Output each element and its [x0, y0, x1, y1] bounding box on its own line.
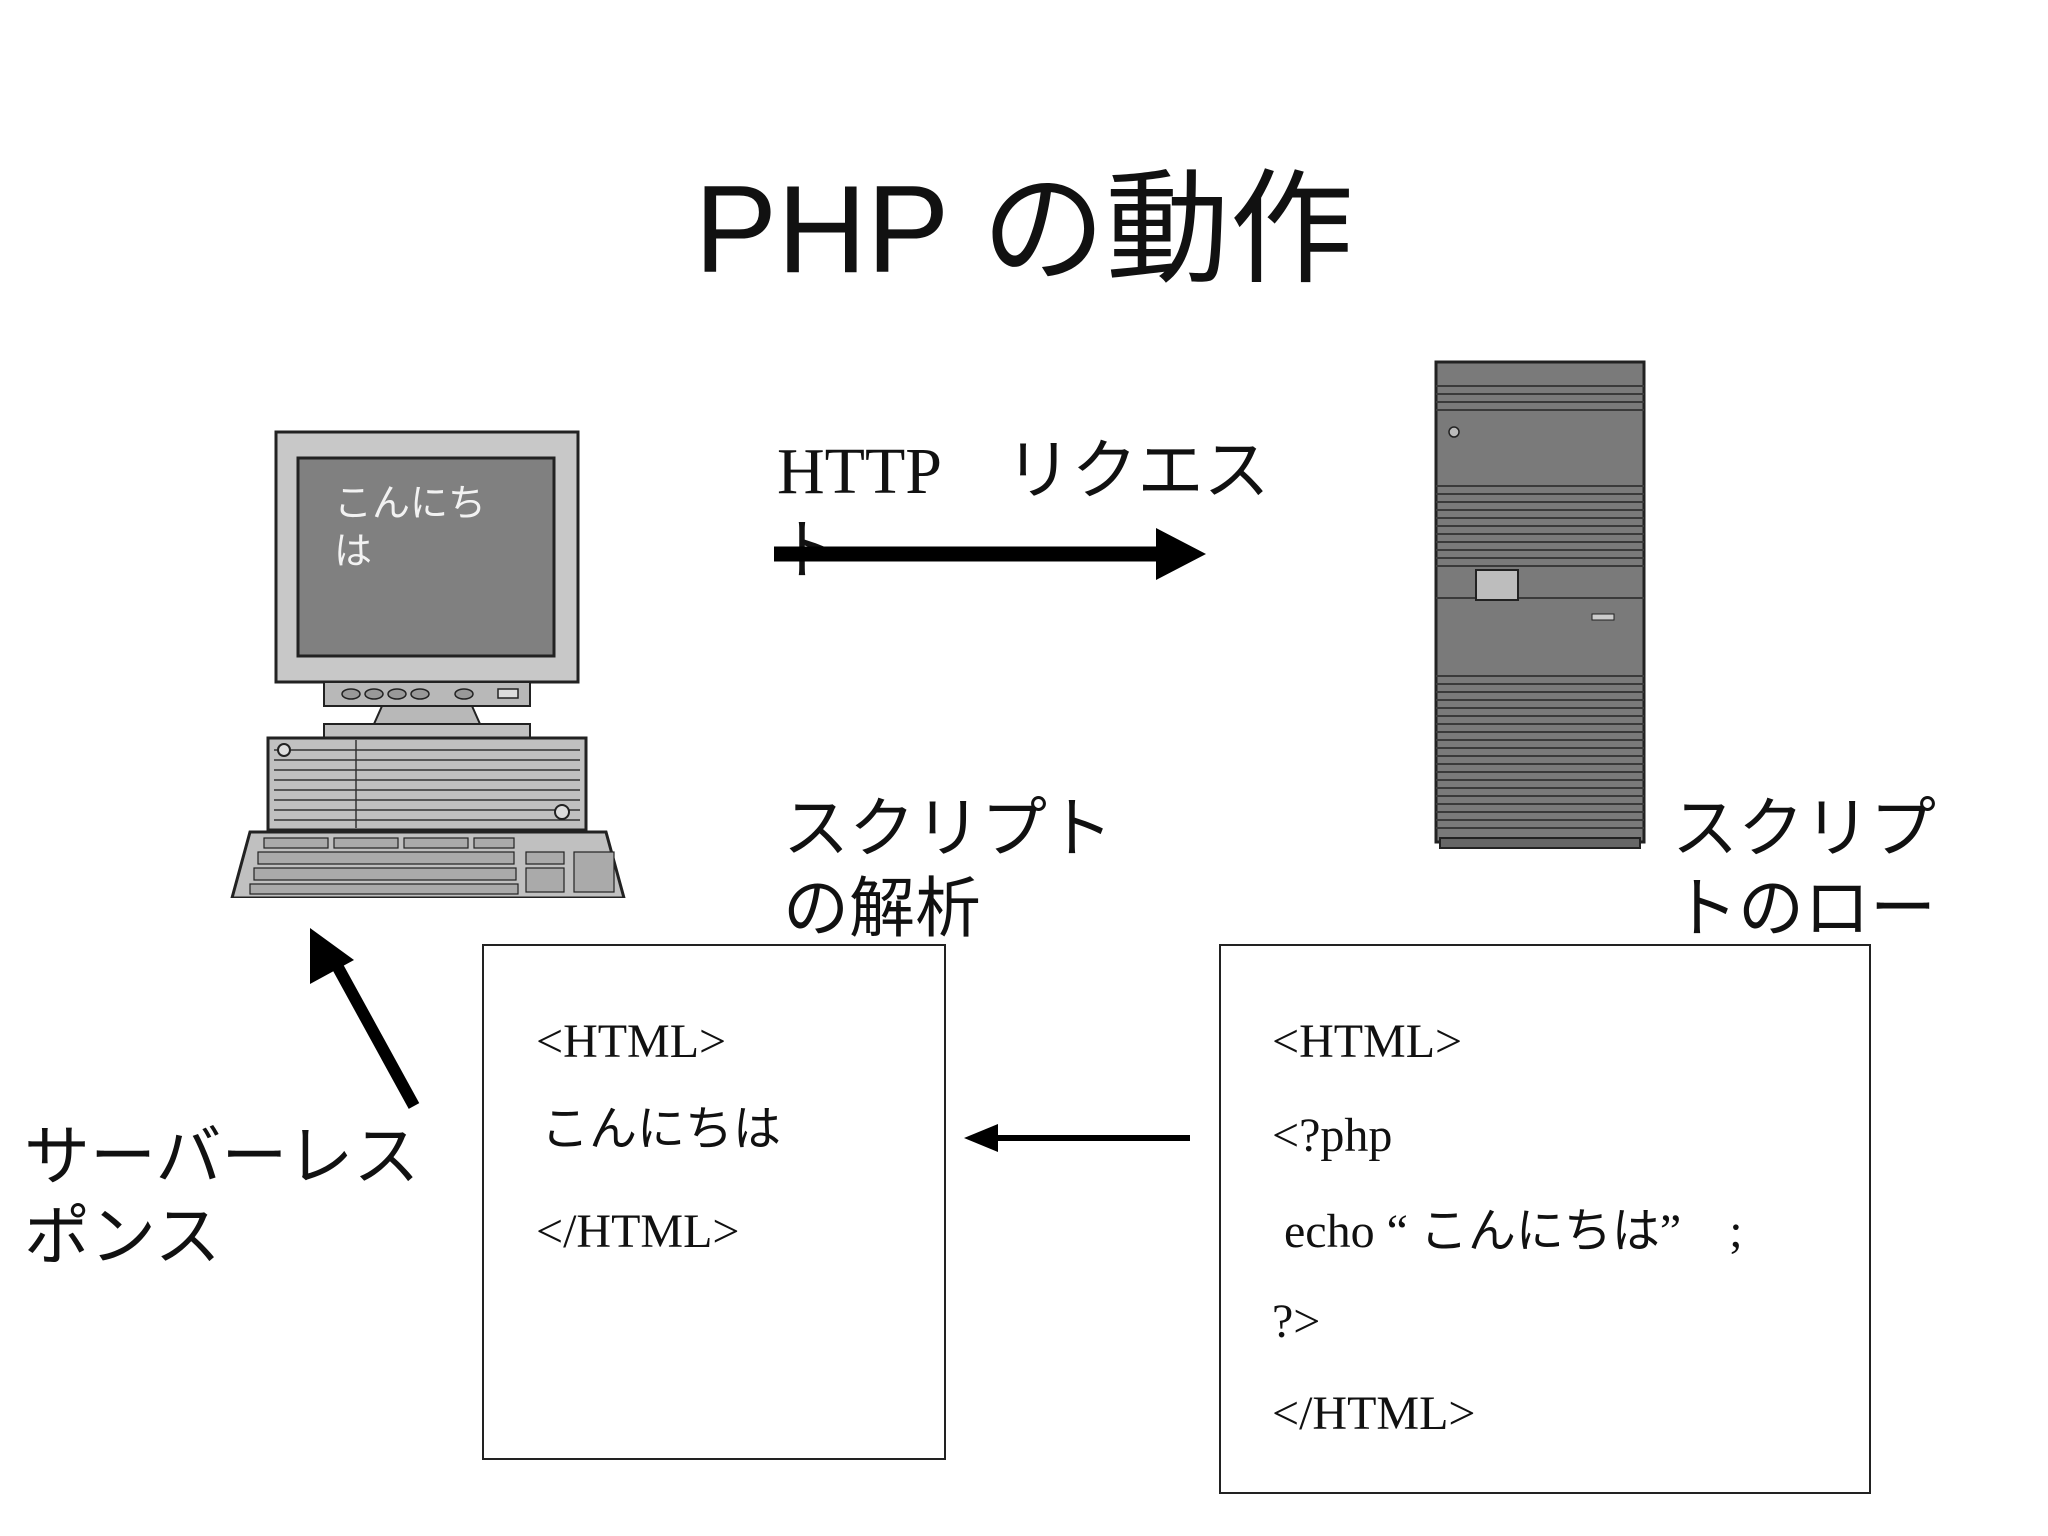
php-source-box: <HTML> <?php echo “ こんにちは” ; ?> </HTML>	[1219, 944, 1871, 1494]
source-line: echo “ こんにちは” ;	[1272, 1205, 1743, 1258]
desktop-computer-icon: こんにち は	[228, 428, 628, 900]
output-line: こんにちは	[541, 1103, 782, 1156]
server-response-label: サーバーレスポンス	[24, 1121, 420, 1274]
response-arrow	[310, 928, 420, 1109]
page-title: PHP の動作	[694, 161, 1354, 299]
screen-greeting: こんにち は	[334, 483, 487, 573]
source-line: <HTML>	[1272, 1015, 1463, 1068]
source-line: </HTML>	[1272, 1387, 1476, 1440]
output-line: <HTML>	[536, 1015, 727, 1068]
source-line: ?>	[1272, 1295, 1321, 1348]
output-line: </HTML>	[536, 1205, 740, 1258]
process-arrow	[964, 1124, 1190, 1152]
source-line: <?php	[1272, 1109, 1393, 1162]
http-request-label: HTTP リクエスト	[777, 435, 1270, 588]
script-load-label: スクリプトのロード	[1672, 793, 1936, 1026]
script-parse-label: スクリプトの解析	[783, 793, 1113, 946]
output-html-box: <HTML> こんにちは </HTML>	[482, 944, 946, 1460]
tower-server-icon	[1432, 358, 1650, 852]
